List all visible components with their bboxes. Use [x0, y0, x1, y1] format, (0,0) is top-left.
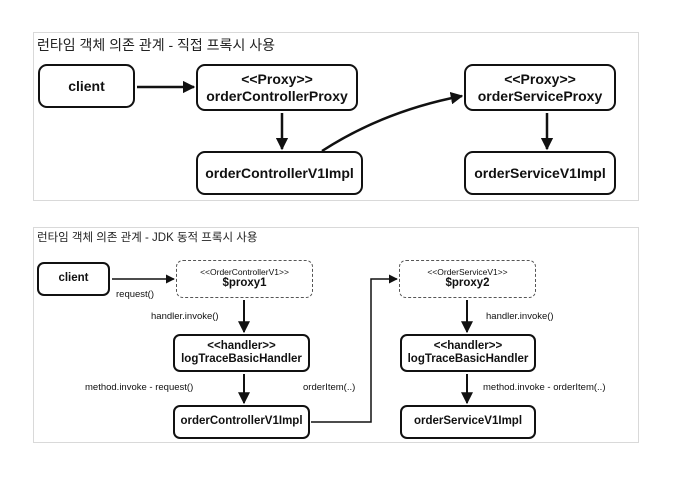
- arrow-label-method-invoke: method.invoke - request(): [85, 382, 194, 393]
- proxy2-box: <<OrderServiceV1>> $proxy2: [399, 260, 536, 298]
- order-controller-proxy-box: <<Proxy>> orderControllerProxy: [196, 64, 358, 111]
- client-box: client: [38, 64, 135, 108]
- diagram-title: 런타임 객체 의존 관계 - JDK 동적 프록시 사용: [37, 232, 258, 244]
- client-label: client: [68, 77, 105, 94]
- box-name-label: logTraceBasicHandler: [181, 353, 302, 365]
- client-box: client: [37, 262, 110, 296]
- arrow-label-request: request(): [116, 289, 155, 300]
- order-controller-impl-box: orderControllerV1Impl: [196, 151, 363, 195]
- arrow-label-handler-invoke: handler.invoke(): [486, 311, 554, 322]
- box-name-label: orderControllerV1Impl: [180, 415, 303, 428]
- box-name-label: $proxy2: [445, 277, 490, 290]
- diagram-title: 런타임 객체 의존 관계 - 직접 프록시 사용: [37, 37, 275, 53]
- stereotype-label: <<OrderServiceV1>>: [427, 266, 508, 277]
- order-controller-impl-box: orderControllerV1Impl: [173, 405, 310, 439]
- box-name-label: orderControllerProxy: [206, 87, 348, 104]
- box-name-label: orderServiceProxy: [477, 87, 603, 104]
- box-name-label: $proxy1: [222, 277, 267, 290]
- arrow-label-method-invoke: method.invoke - orderItem(..): [483, 382, 606, 393]
- arrow-controller-impl-to-service-proxy: [321, 91, 464, 153]
- handler2-box: <<handler>> logTraceBasicHandler: [400, 334, 536, 372]
- stereotype-label: <<Proxy>>: [504, 71, 576, 88]
- arrow-label-order-item: orderItem(..): [303, 382, 356, 393]
- arrow-controller-impl-to-proxy2: [311, 274, 398, 423]
- box-name-label: orderControllerV1Impl: [205, 164, 354, 181]
- box-name-label: orderServiceV1Impl: [474, 164, 606, 181]
- arrow-label-handler-invoke: handler.invoke(): [151, 311, 219, 322]
- order-service-proxy-box: <<Proxy>> orderServiceProxy: [464, 64, 616, 111]
- order-service-impl-box: orderServiceV1Impl: [464, 151, 616, 195]
- stereotype-label: <<handler>>: [207, 339, 276, 352]
- box-name-label: logTraceBasicHandler: [407, 353, 529, 365]
- proxy1-box: <<OrderControllerV1>> $proxy1: [176, 260, 313, 298]
- order-service-impl-box: orderServiceV1Impl: [400, 405, 536, 439]
- stereotype-label: <<OrderControllerV1>>: [200, 266, 289, 277]
- box-name-label: orderServiceV1Impl: [413, 415, 523, 428]
- diagram-panel-jdk-dynamic-proxy: [33, 227, 639, 443]
- handler1-box: <<handler>> logTraceBasicHandler: [173, 334, 310, 372]
- stereotype-label: <<handler>>: [433, 339, 503, 352]
- client-label: client: [58, 272, 89, 285]
- stereotype-label: <<Proxy>>: [241, 71, 313, 88]
